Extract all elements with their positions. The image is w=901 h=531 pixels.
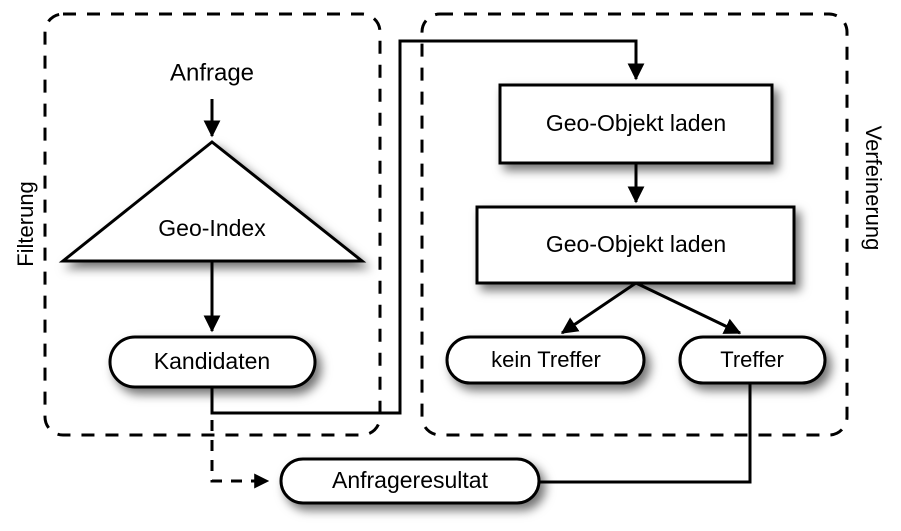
node-kandidaten-shape: [108, 335, 317, 389]
node-kandidaten-label: Kandidaten: [154, 348, 270, 374]
node-geo-objekt-laden-2-shape: [475, 205, 796, 285]
node-anfrageresultat: Anfrageresultat: [279, 457, 541, 505]
node-geo-index-shape: [58, 140, 367, 263]
group-filterung: Filterung: [13, 12, 382, 437]
edge-treffer-to-anfrageresultat: [538, 382, 752, 484]
edge-geo-objekt-laden-2-to-treffer: [635, 281, 742, 335]
node-geo-objekt-laden-1: Geo-Objekt laden: [498, 83, 774, 165]
node-geo-objekt-laden-1-shape: [498, 83, 774, 165]
node-anfrage-label: Anfrage: [170, 59, 254, 86]
node-geo-objekt-laden-2: Geo-Objekt laden: [475, 205, 796, 285]
group-filterung-border: [43, 12, 382, 437]
node-treffer-shape: [678, 335, 827, 385]
node-geo-objekt-laden-2-label: Geo-Objekt laden: [546, 231, 726, 257]
group-filterung-label: Filterung: [13, 181, 38, 267]
node-treffer-label: Treffer: [720, 347, 784, 372]
node-kein-treffer: kein Treffer: [445, 335, 646, 385]
node-kandidaten: Kandidaten: [108, 335, 317, 389]
node-geo-index: Geo-Index: [58, 140, 367, 263]
node-anfrage: Anfrage: [170, 59, 254, 86]
group-verfeinerung: Verfeinerung: [420, 12, 886, 437]
edge-geo-objekt-laden-2-to-kein-treffer: [560, 281, 637, 335]
node-treffer: Treffer: [678, 335, 827, 385]
node-kein-treffer-shape: [445, 335, 646, 385]
node-geo-index-label: Geo-Index: [158, 215, 266, 241]
node-kein-treffer-label: kein Treffer: [491, 347, 601, 372]
node-anfrageresultat-label: Anfrageresultat: [332, 467, 489, 493]
group-verfeinerung-border: [420, 12, 849, 437]
edge-kandidaten-to-anfrageresultat: [210, 400, 270, 489]
group-verfeinerung-label: Verfeinerung: [861, 126, 886, 251]
node-geo-objekt-laden-1-label: Geo-Objekt laden: [546, 110, 726, 136]
node-anfrageresultat-shape: [279, 457, 541, 505]
